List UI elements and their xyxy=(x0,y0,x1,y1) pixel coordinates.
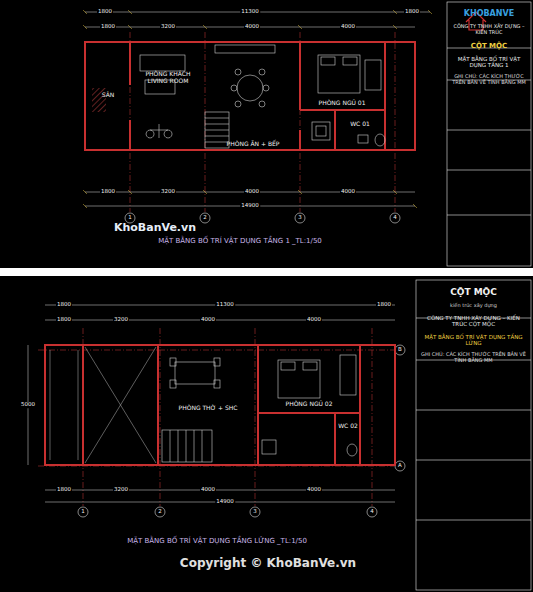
title-block-text: GHI CHÚ: CÁC KÍCH THƯỚC TRÊN BẢN VẼ TÍNH… xyxy=(450,74,528,86)
dimension-text: 4000 xyxy=(244,24,260,30)
grid-label: 1 xyxy=(80,509,86,515)
dimension-text: 1800 xyxy=(100,24,116,30)
dimension-text: 4000 xyxy=(340,24,356,30)
dimension-line xyxy=(83,10,432,208)
room-name: WC 01 xyxy=(350,121,370,128)
wall xyxy=(45,345,395,465)
room-area: WC 01 xyxy=(337,113,383,135)
drawing-title: MẶT BẰNG BỐ TRÍ VẬT DỤNG TẦNG LỬNG _TL:1… xyxy=(126,538,308,545)
title-block-text: CỘT MỘC xyxy=(450,287,497,297)
dimension-text: 4000 xyxy=(200,487,216,493)
grid-label: 2 xyxy=(202,215,208,221)
dimension-text: 1800 xyxy=(56,302,72,308)
watermark: KhoBanVe.vn xyxy=(113,222,197,233)
grid-line xyxy=(38,328,394,506)
grid-line xyxy=(130,32,395,212)
dimension-text: 3200 xyxy=(160,189,176,195)
grid-bubble xyxy=(78,345,405,517)
title-block: CỘT MỘC kiến trúc xây dựngCÔNG TY TNHH XÂ… xyxy=(416,280,531,590)
room-name: PHÒNG THỜ + SHC xyxy=(179,405,238,412)
void-cross xyxy=(50,347,156,463)
title-block: KHOBANVE CÔNG TY TNHH XÂY DỰNG – KIẾN TRÚ… xyxy=(447,2,531,266)
dimension-text: 1800 xyxy=(100,189,116,195)
dimension-text: 1800 xyxy=(56,487,72,493)
dimension-text: 1800 xyxy=(56,317,72,323)
dimension-text: 3200 xyxy=(113,487,129,493)
grid-label: 3 xyxy=(297,215,303,221)
room-area: PHÒNG NGỦ 01 xyxy=(302,45,382,107)
dimension-text: 14900 xyxy=(240,203,260,209)
dimension-text: 11300 xyxy=(240,9,260,15)
dimension-text: 3200 xyxy=(160,24,176,30)
room-name: PHÒNG NGỦ 02 xyxy=(286,401,333,408)
dimension-line xyxy=(28,305,395,502)
watermark: Copyright © KhoBanVe.vn xyxy=(179,557,357,569)
dimension-text: 1800 xyxy=(97,9,113,15)
furniture xyxy=(140,45,385,148)
room-area: WC 02 xyxy=(337,416,359,436)
wall xyxy=(85,42,415,150)
drawing-title: MẶT BẰNG BỐ TRÍ VẬT DỤNG TẦNG 1 _TL:1/50 xyxy=(157,238,323,245)
grid-label: 1 xyxy=(127,215,133,221)
dimension-text: 5000 xyxy=(20,402,36,408)
furniture xyxy=(162,355,357,462)
grid-label: B xyxy=(397,347,403,353)
sheet-panel xyxy=(0,0,533,268)
room-area: PHÒNG THỜ + SHC xyxy=(160,388,256,428)
sheet-panel xyxy=(0,276,533,592)
title-block-text: KHOBANVE xyxy=(464,9,514,18)
dimension-text: 4000 xyxy=(244,189,260,195)
room-area: SÂN xyxy=(88,45,128,145)
room-area: PHÒNG ĂN + BẾP xyxy=(207,108,299,148)
dimension-text: 14900 xyxy=(215,499,235,505)
room-name: WC 02 xyxy=(338,423,358,430)
dimension-text: 4000 xyxy=(340,189,356,195)
title-block-text: MẶT BẰNG BỐ TRÍ VẬT DỤNG TẦNG LỬNG xyxy=(419,334,528,347)
room-area: PHÒNG KHÁCHLIVING ROOM xyxy=(133,45,203,111)
room-name: PHÒNG ĂN + BẾP xyxy=(227,141,280,148)
title-block-text: CÔNG TY TNHH XÂY DỰNG – KIẾN TRÚC CỘT MỘ… xyxy=(419,315,528,328)
room-name: PHÒNG NGỦ 01 xyxy=(319,100,366,107)
grid-label: 3 xyxy=(252,509,258,515)
dimension-text: 1800 xyxy=(376,302,392,308)
grid-label: 4 xyxy=(369,509,375,515)
grid-label: A xyxy=(397,463,403,469)
grid-label: 2 xyxy=(157,509,163,515)
dimension-text: 4000 xyxy=(200,317,216,323)
dimension-text: 11300 xyxy=(215,302,235,308)
room-name: PHÒNG KHÁCH xyxy=(145,71,190,78)
title-block-text: CỘT MỘC xyxy=(471,42,507,50)
title-block-text: CÔNG TY TNHH XÂY DỰNG – KIẾN TRÚC xyxy=(450,24,528,36)
room-name: SÂN xyxy=(102,92,115,99)
dimension-text: 4000 xyxy=(306,487,322,493)
title-block-text: GHI CHÚ: CÁC KÍCH THƯỚC TRÊN BẢN VẼ TÍNH… xyxy=(419,352,528,364)
room-name: LIVING ROOM xyxy=(148,78,189,85)
dimension-text: 3200 xyxy=(113,317,129,323)
dimension-text: 4000 xyxy=(306,317,322,323)
title-block-frame xyxy=(416,280,531,590)
grid-label: 4 xyxy=(392,215,398,221)
title-block-text: kiến trúc xây dựng xyxy=(450,303,497,309)
title-block-frame xyxy=(447,2,531,266)
title-block-text: MẶT BẰNG BỐ TRÍ VẬT DỤNG TẦNG 1 xyxy=(450,56,528,69)
room-area: PHÒNG NGỦ 02 xyxy=(260,396,358,412)
dimension-text: 1800 xyxy=(404,9,420,15)
